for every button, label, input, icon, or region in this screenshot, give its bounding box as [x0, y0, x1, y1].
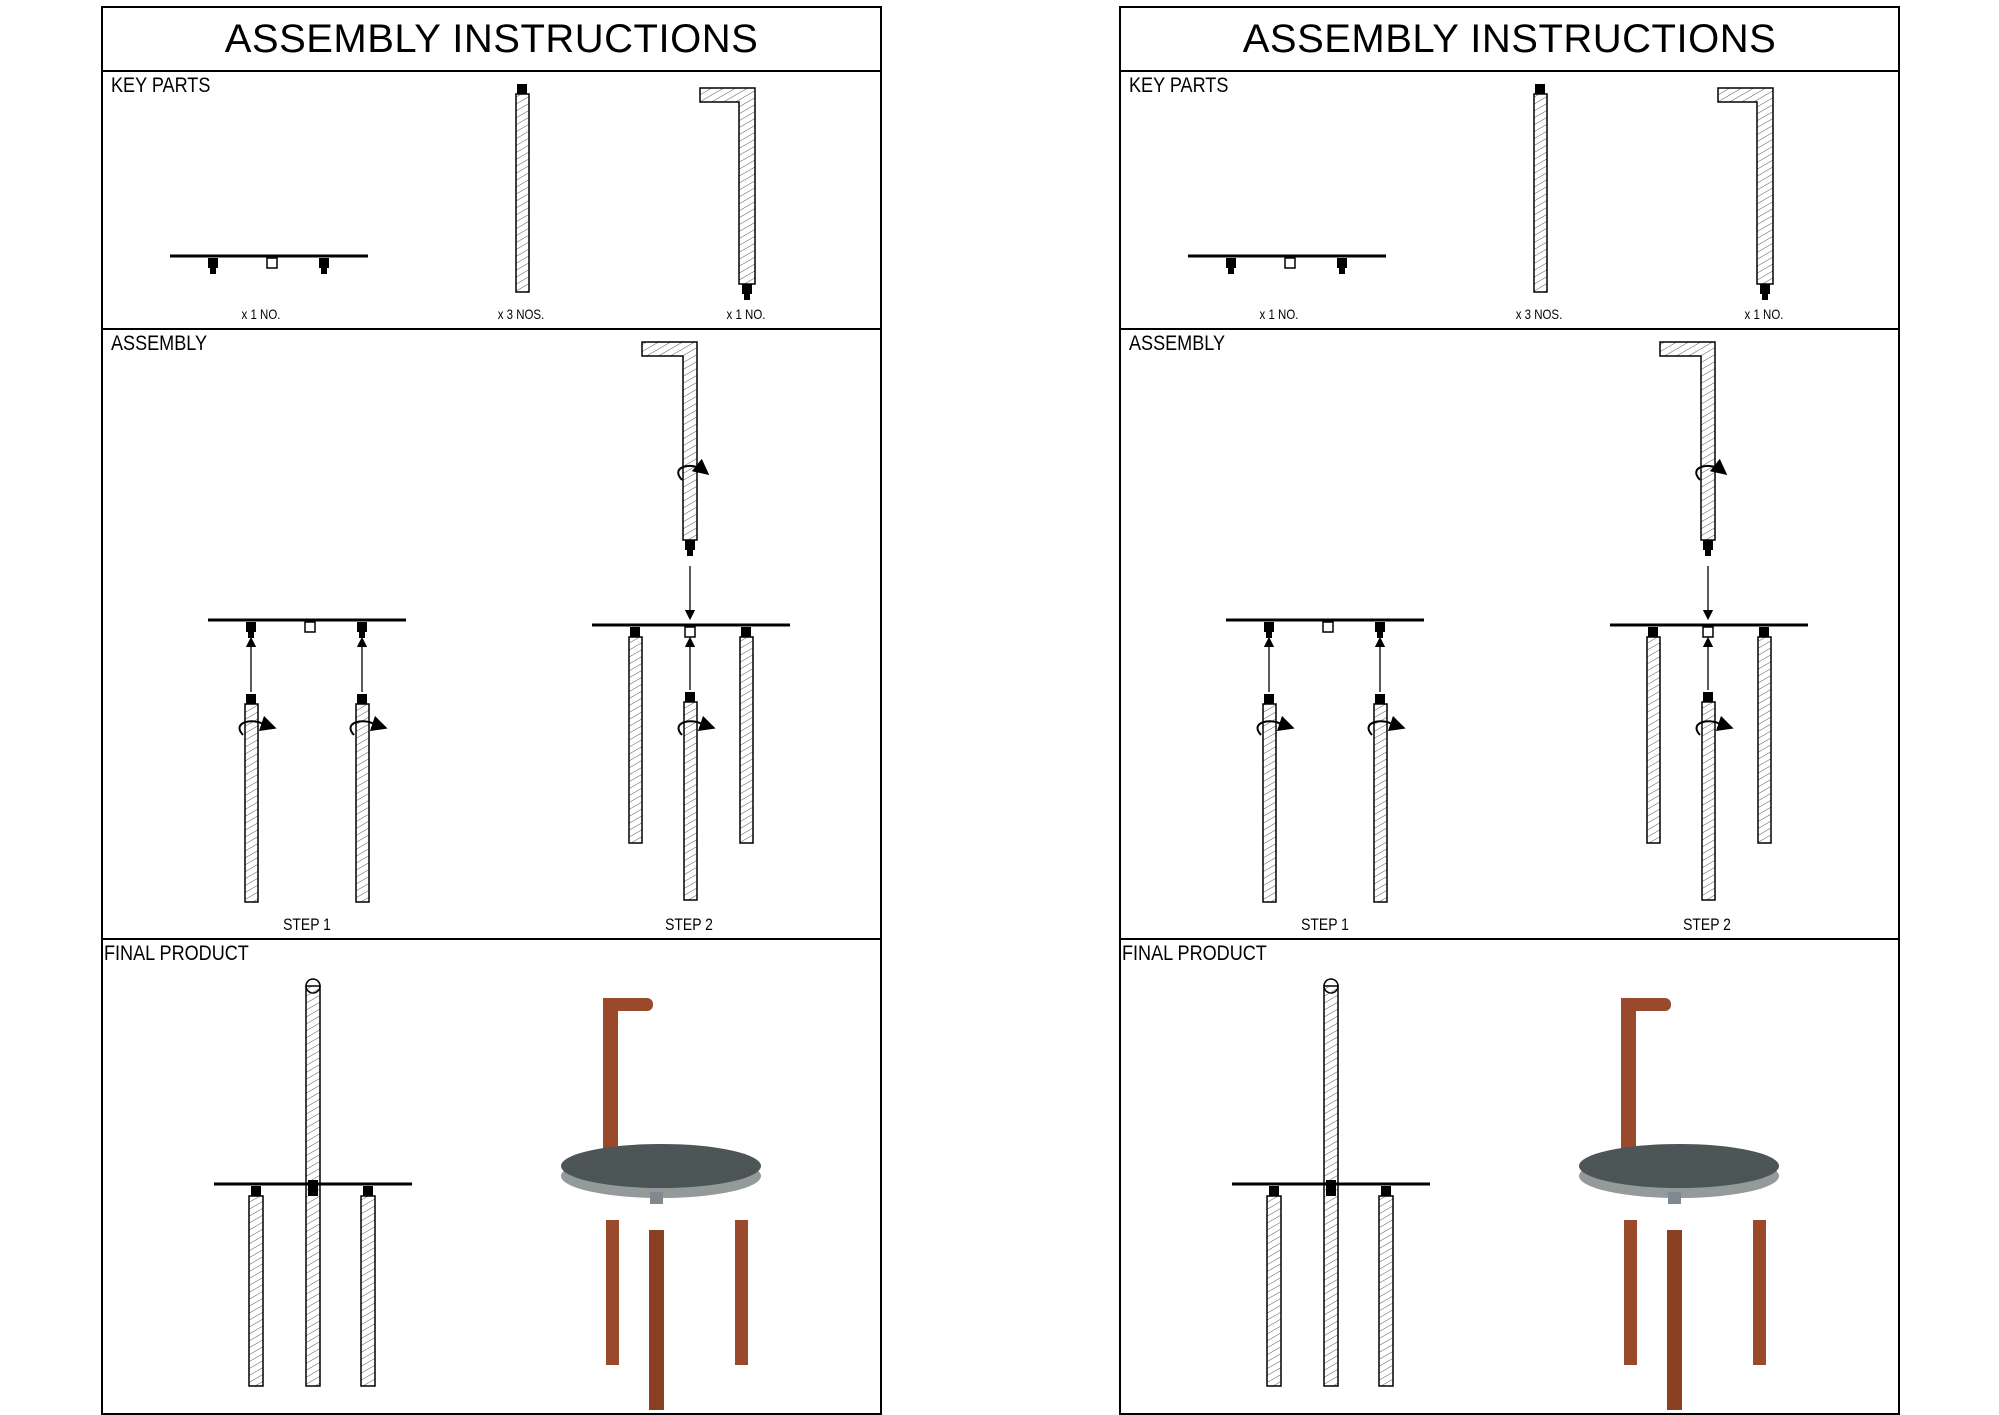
final-3d-render [1579, 998, 1779, 1410]
straight-leg-part-drawing [1533, 84, 1548, 293]
step1-drawing [1226, 618, 1424, 903]
final-product-label: FINAL PRODUCT [104, 942, 249, 965]
assembly-label: ASSEMBLY [1129, 332, 1226, 355]
hook-leg-part-drawing [1717, 87, 1774, 300]
final-3d-render [561, 998, 761, 1410]
quantity-label-straight-leg: x 3 NOS. [1515, 306, 1563, 322]
assembly-section: ASSEMBLY [103, 330, 880, 940]
step2-drawing [592, 341, 790, 901]
instruction-sheet-left: ASSEMBLY INSTRUCTIONS KEY PARTS [101, 6, 882, 1415]
quantity-label-hook-leg: x 1 NO. [1744, 306, 1784, 322]
assembly-label: ASSEMBLY [111, 332, 208, 355]
final-product-section: FINAL PRODUCT [1121, 940, 1898, 1413]
step1-label: STEP 1 [283, 915, 331, 934]
final-product-label: FINAL PRODUCT [1122, 942, 1267, 965]
key-parts-drawing [1188, 84, 1774, 300]
final-elevation-drawing [1232, 978, 1430, 1387]
sheet-title: ASSEMBLY INSTRUCTIONS [103, 8, 880, 72]
final-product-drawing [214, 978, 761, 1410]
quantity-label-hook-leg: x 1 NO. [726, 306, 766, 322]
final-elevation-drawing [214, 978, 412, 1387]
hook-leg-part-drawing [699, 87, 756, 300]
tabletop-part-drawing [1188, 254, 1386, 274]
instruction-sheet-right: ASSEMBLY INSTRUCTIONS KEY PARTS x 1 NO. … [1119, 6, 1900, 1415]
quantity-label-tabletop: x 1 NO. [241, 306, 281, 322]
key-parts-label: KEY PARTS [1129, 74, 1229, 97]
key-parts-section: KEY PARTS x 1 NO. x 3 NOS [103, 72, 880, 330]
step2-label: STEP 2 [665, 915, 713, 934]
key-parts-section: KEY PARTS x 1 NO. x 3 NOS. x 1 NO. [1121, 72, 1898, 330]
tabletop-part-drawing [170, 254, 368, 274]
step1-label: STEP 1 [1301, 915, 1349, 934]
straight-leg-part-drawing [515, 84, 530, 293]
final-product-drawing [1232, 978, 1779, 1410]
final-product-section: FINAL PRODUCT [103, 940, 880, 1413]
assembly-drawing [208, 341, 790, 903]
quantity-label-tabletop: x 1 NO. [1259, 306, 1299, 322]
sheet-title: ASSEMBLY INSTRUCTIONS [1121, 8, 1898, 72]
step2-drawing [1610, 341, 1808, 901]
assembly-drawing [1226, 341, 1808, 903]
step1-drawing [208, 618, 406, 903]
key-parts-label: KEY PARTS [111, 74, 211, 97]
step2-label: STEP 2 [1683, 915, 1731, 934]
assembly-section: ASSEMBLY [1121, 330, 1898, 940]
key-parts-drawing [170, 84, 756, 300]
quantity-label-straight-leg: x 3 NOS. [497, 306, 545, 322]
